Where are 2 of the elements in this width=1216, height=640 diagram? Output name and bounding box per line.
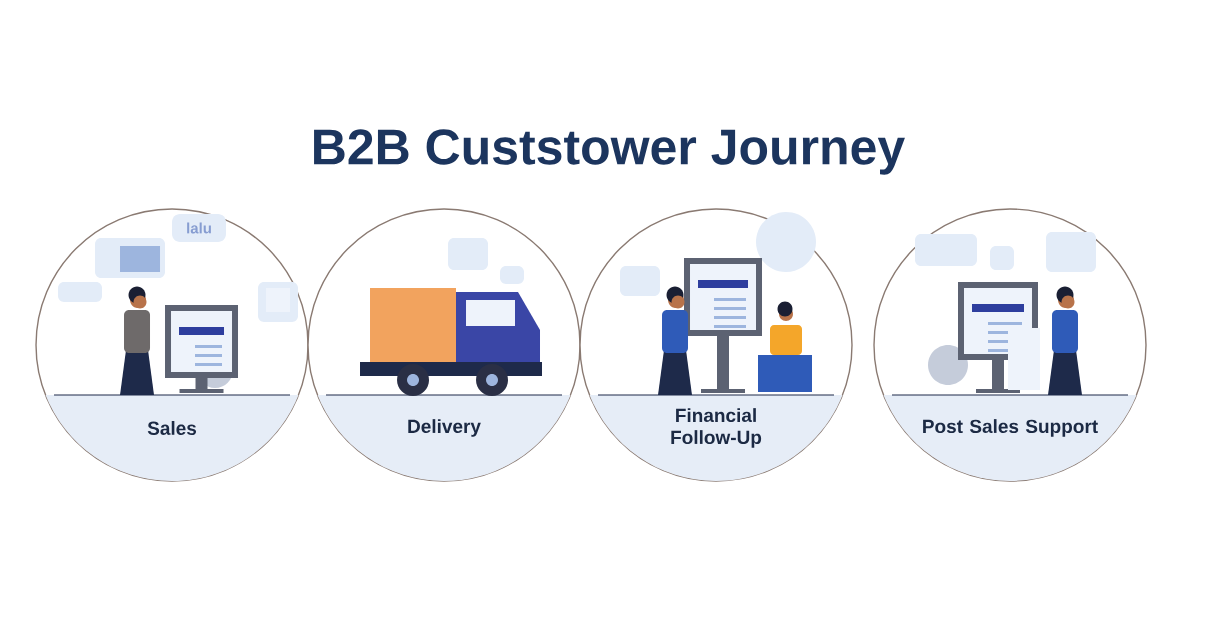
title: B2B Custstower Journey — [314, 129, 905, 175]
speech-bubble: lalu — [172, 214, 226, 242]
